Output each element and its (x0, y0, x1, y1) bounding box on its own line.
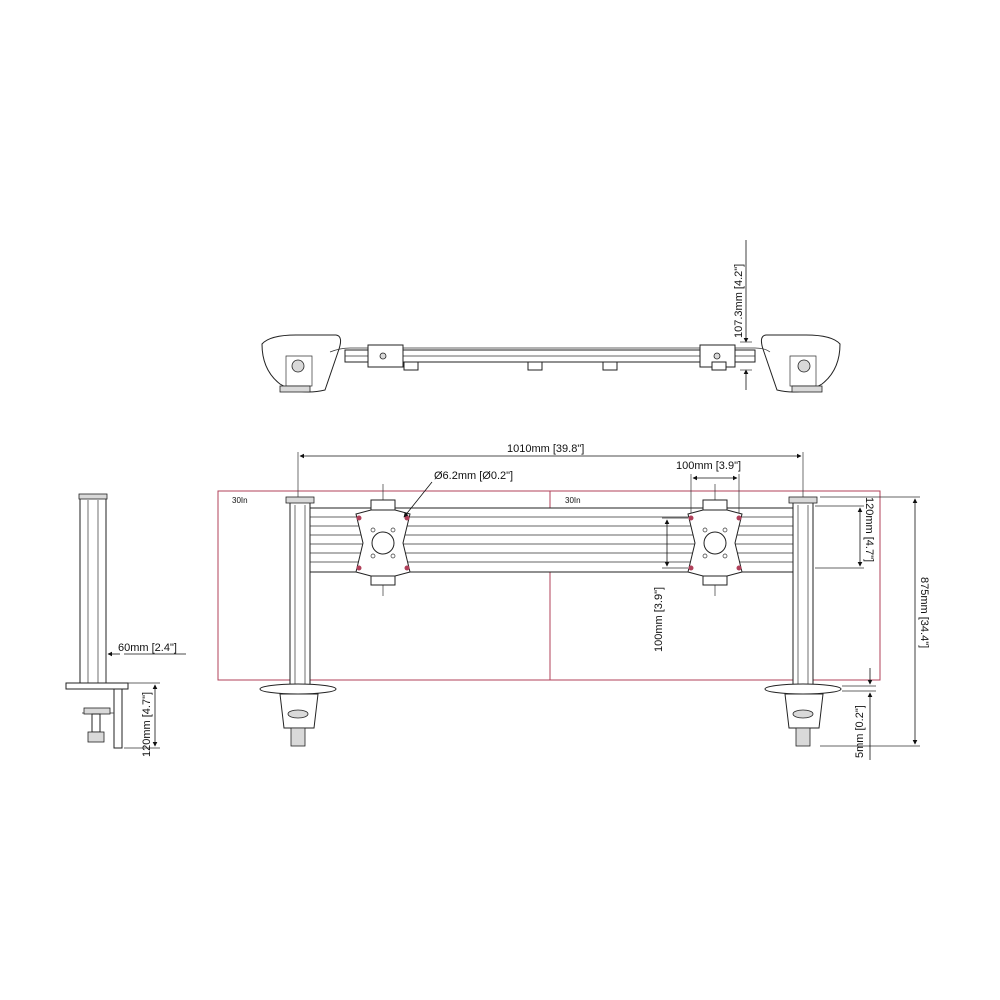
side-clamp (113, 688, 123, 749)
front-view: 30In 30In (217, 443, 930, 760)
side-post (79, 496, 107, 684)
vesa-plate-right (687, 484, 743, 596)
top-height-label: 107.3mm [4.2"] (733, 264, 745, 338)
front-left-post (289, 499, 311, 686)
post-width-label: 60mm [2.4"] (118, 642, 177, 654)
vesa-height-label: 100mm [3.9"] (653, 587, 665, 652)
clamp-height-label: 120mm [4.7"] (141, 692, 153, 757)
overall-width-label: 1010mm [39.8"] (507, 443, 584, 455)
vesa-plate-left (355, 484, 411, 596)
plate-height-label: 120mm [4.7"] (863, 497, 875, 562)
desk-thickness-label: 5mm [0.2"] (854, 705, 866, 758)
vesa-width-label: 100mm [3.9"] (676, 460, 741, 472)
hole-diameter-label: Ø6.2mm [Ø0.2"] (434, 470, 513, 482)
overall-height-label: 875mm [34.4"] (918, 577, 930, 648)
side-view: 60mm [2.4"] 120mm [4.7"] (65, 493, 186, 757)
top-view: 107.3mm [4.2"] (261, 240, 841, 393)
front-right-post (792, 499, 814, 686)
monitor-left-label: 30In (232, 496, 248, 505)
monitor-right-label: 30In (565, 496, 581, 505)
